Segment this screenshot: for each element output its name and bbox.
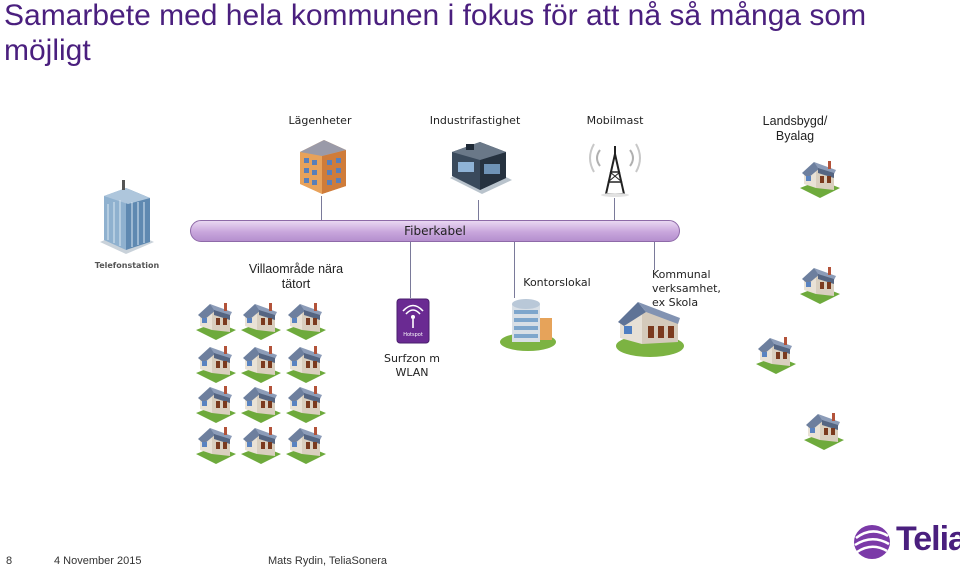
fiber-cable-bar: Fiberkabel (190, 220, 680, 242)
villa-house-icon (194, 383, 238, 423)
label-telephone-exchange: Telefonstation (94, 261, 160, 270)
telia-pebble-icon (854, 525, 890, 559)
connector-apartments (321, 196, 322, 220)
telia-logo-text: Telia (896, 520, 960, 558)
villa-house-icon (239, 424, 283, 464)
villa-house-icon (284, 300, 328, 340)
connector-wlan (410, 242, 411, 298)
telia-logo: Telia (852, 520, 960, 564)
mobile-mast-icon (589, 143, 641, 197)
connector-municipal (654, 242, 655, 270)
label-industrial: Industrifastighet (429, 114, 521, 127)
label-office: Kontorslokal (523, 276, 591, 289)
connector-industrial (478, 200, 479, 220)
villa-house-icon (284, 343, 328, 383)
villa-house-icon (239, 383, 283, 423)
wlan-badge-text: Hotspot (403, 332, 423, 338)
label-villa-area: Villaområde nära tätort (248, 262, 344, 291)
villa-house-icon (284, 383, 328, 423)
villa-house-icon (239, 343, 283, 383)
villa-house-icon (194, 343, 238, 383)
villa-house-icon (239, 300, 283, 340)
rural-house-icon (798, 264, 842, 304)
rural-house-icon (754, 334, 798, 374)
footer-author: Mats Rydin, TeliaSonera (268, 555, 388, 567)
telephone-exchange-icon (100, 180, 154, 254)
fiber-cable-label: Fiberkabel (404, 224, 466, 238)
apartment-building-icon (300, 140, 346, 194)
label-municipal: Kommunal verksamhet, ex Skola (652, 268, 721, 309)
connector-office (514, 242, 515, 298)
footer-date: 4 November 2015 (54, 555, 142, 567)
industrial-building-icon (450, 142, 512, 194)
label-rural: Landsbygd/ Byalag (762, 114, 828, 143)
rural-house-icon (802, 410, 846, 450)
villa-house-icon (194, 424, 238, 464)
school-building-icon (616, 302, 684, 357)
label-mobile-mast: Mobilmast (586, 114, 644, 127)
label-apartments: Lägenheter (288, 114, 352, 127)
page-number: 8 (6, 555, 13, 567)
wlan-hotspot-icon: Hotspot (396, 298, 430, 344)
villa-house-icon (194, 300, 238, 340)
connector-mobile-mast (614, 198, 615, 220)
villa-house-icon (284, 424, 328, 464)
office-building-icon (500, 299, 556, 351)
page-title: Samarbete med hela kommunen i fokus för … (4, 0, 867, 67)
rural-house-icon (798, 158, 842, 198)
label-wlan: Surfzon m WLAN (383, 352, 441, 379)
